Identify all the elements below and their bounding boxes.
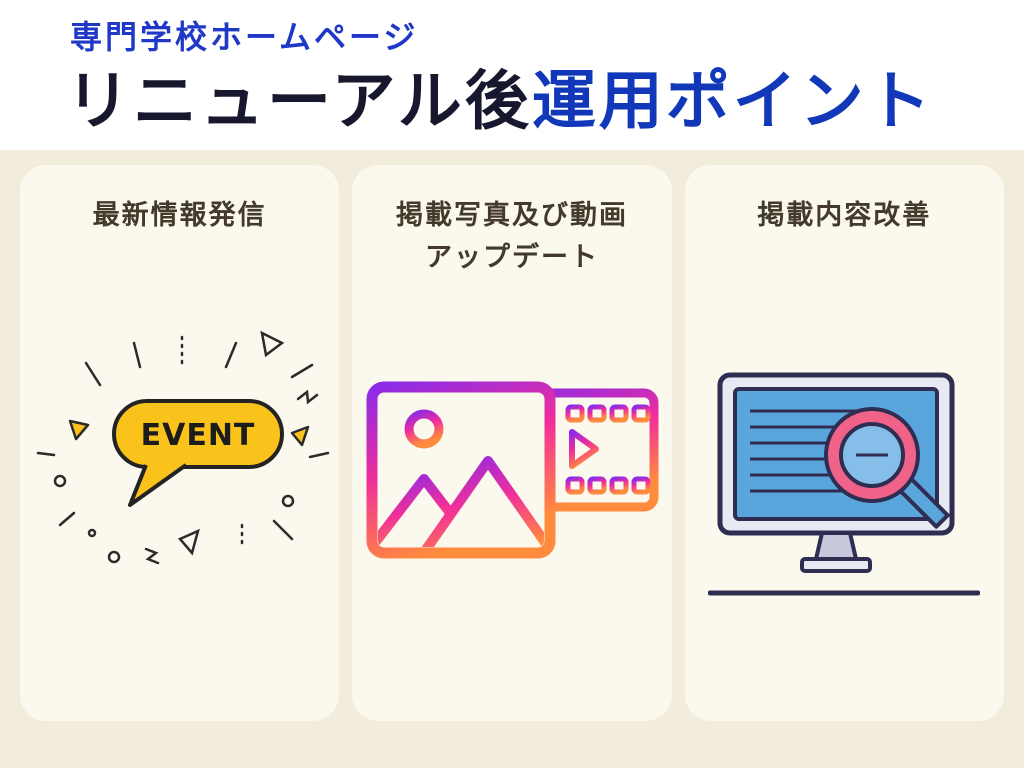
title-dark-part: リニューアル後 <box>66 65 532 139</box>
card-latest-info: 最新情報発信 EVENT <box>20 165 340 721</box>
photo-video-icon <box>362 377 662 571</box>
card-heading: 掲載内容改善 <box>757 200 932 231</box>
page-title: リニューアル後運用ポイント <box>66 50 934 142</box>
cards-row: 最新情報発信 EVENT <box>20 165 1004 721</box>
monitor-search-icon <box>707 367 981 611</box>
photo-video-illustration <box>366 381 659 559</box>
card-heading: 最新情報発信 <box>92 200 267 231</box>
event-label: EVENT <box>140 418 255 453</box>
card-photo-video-update: 掲載写真及び動画 アップデート <box>352 165 672 721</box>
slide-subtitle: 専門学校ホームページ <box>70 18 419 56</box>
card-heading: 掲載写真及び動画 アップデート <box>352 195 671 279</box>
slide-header: 専門学校ホームページ リニューアル後運用ポイント <box>0 0 1024 150</box>
event-burst-icon: EVENT <box>30 325 330 589</box>
card-content-improvement: 掲載内容改善 <box>684 165 1004 721</box>
title-accent-part: 運用ポイント <box>531 65 934 139</box>
event-illustration: EVENT <box>36 330 329 565</box>
card-heading-line2: アップデート <box>424 241 599 273</box>
monitor-search-illustration <box>707 372 981 596</box>
card-heading-line1: 掲載写真及び動画 <box>395 200 628 231</box>
